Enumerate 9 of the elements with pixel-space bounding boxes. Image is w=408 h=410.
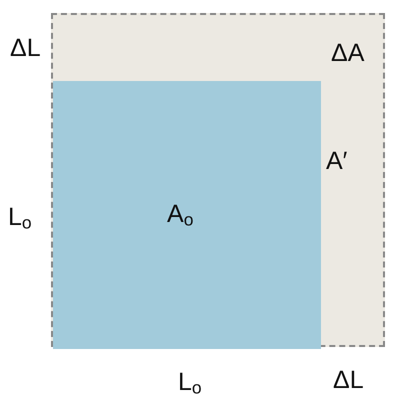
inner-square	[53, 81, 321, 349]
dimension-label: L$_{o}$	[8, 205, 32, 232]
dimension-label: L$_{o}$	[178, 370, 202, 397]
area-label: A$_{o}$	[167, 202, 194, 229]
dimension-label: ΔL	[333, 368, 364, 393]
dimension-label: ΔL	[10, 36, 41, 61]
outer-square	[51, 13, 385, 347]
area-label: ΔA	[331, 41, 364, 66]
area-label: A′	[326, 149, 348, 174]
